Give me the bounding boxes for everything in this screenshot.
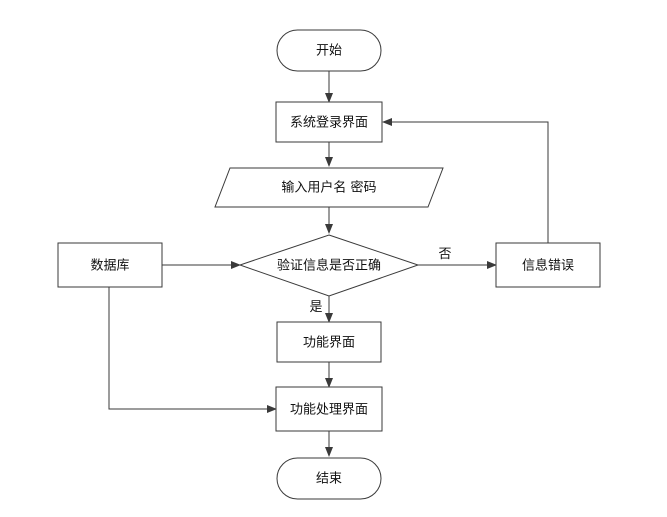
- node-function-label: 功能界面: [303, 336, 355, 351]
- node-start: 开始: [276, 29, 382, 72]
- node-error-label: 信息错误: [522, 258, 574, 274]
- edges: [108, 71, 549, 457]
- node-start-label: 开始: [316, 44, 342, 59]
- node-input-label: 输入用户名 密码: [281, 180, 376, 196]
- node-process: 功能处理界面: [275, 386, 383, 432]
- node-error: 信息错误: [495, 242, 601, 288]
- node-login: 系统登录界面: [275, 101, 383, 143]
- node-database: 数据库: [57, 242, 163, 288]
- edge-database-to-process: [108, 287, 277, 413]
- node-process-label: 功能处理界面: [290, 403, 368, 418]
- node-end: 结束: [276, 457, 382, 500]
- node-input: 输入用户名 密码: [214, 167, 444, 208]
- edge-error-to-login: [382, 118, 549, 243]
- edge-label-yes: 是: [309, 300, 322, 315]
- node-function: 功能界面: [276, 321, 382, 363]
- node-end-label: 结束: [316, 472, 342, 487]
- node-verify-label: 验证信息是否正确: [277, 258, 381, 274]
- node-database-label: 数据库: [90, 258, 129, 274]
- node-login-label: 系统登录界面: [290, 116, 368, 131]
- node-verify: 验证信息是否正确: [238, 234, 420, 297]
- edge-label-no: 否: [438, 247, 451, 262]
